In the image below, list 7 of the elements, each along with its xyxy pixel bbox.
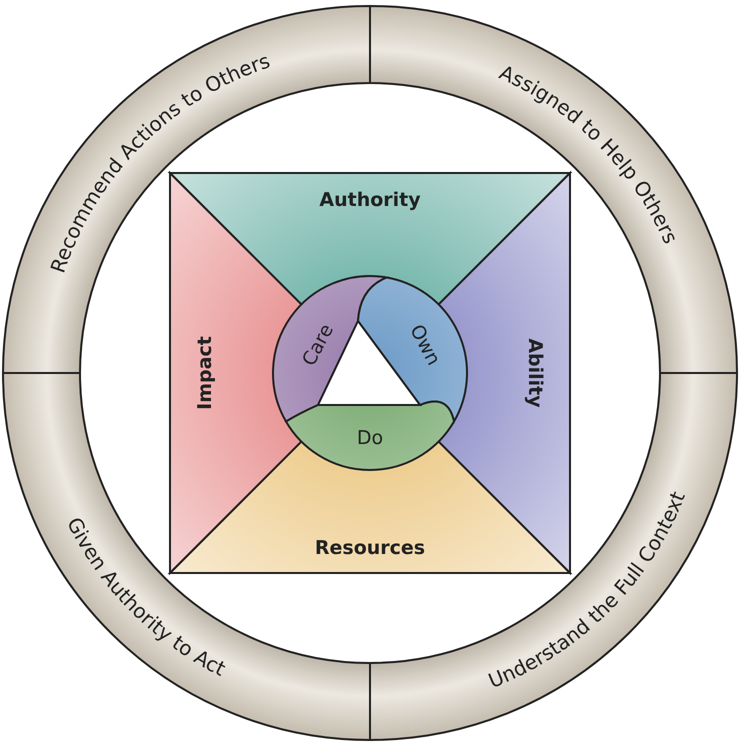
segment-label: Do [356,427,384,449]
segment-label: Care [298,320,338,370]
panel-label: Resources [314,537,426,559]
panel-label: Ability [524,338,546,408]
panel-label: Authority [319,189,421,211]
segment-label: Own [405,321,445,369]
panel-label: Impact [194,336,216,410]
